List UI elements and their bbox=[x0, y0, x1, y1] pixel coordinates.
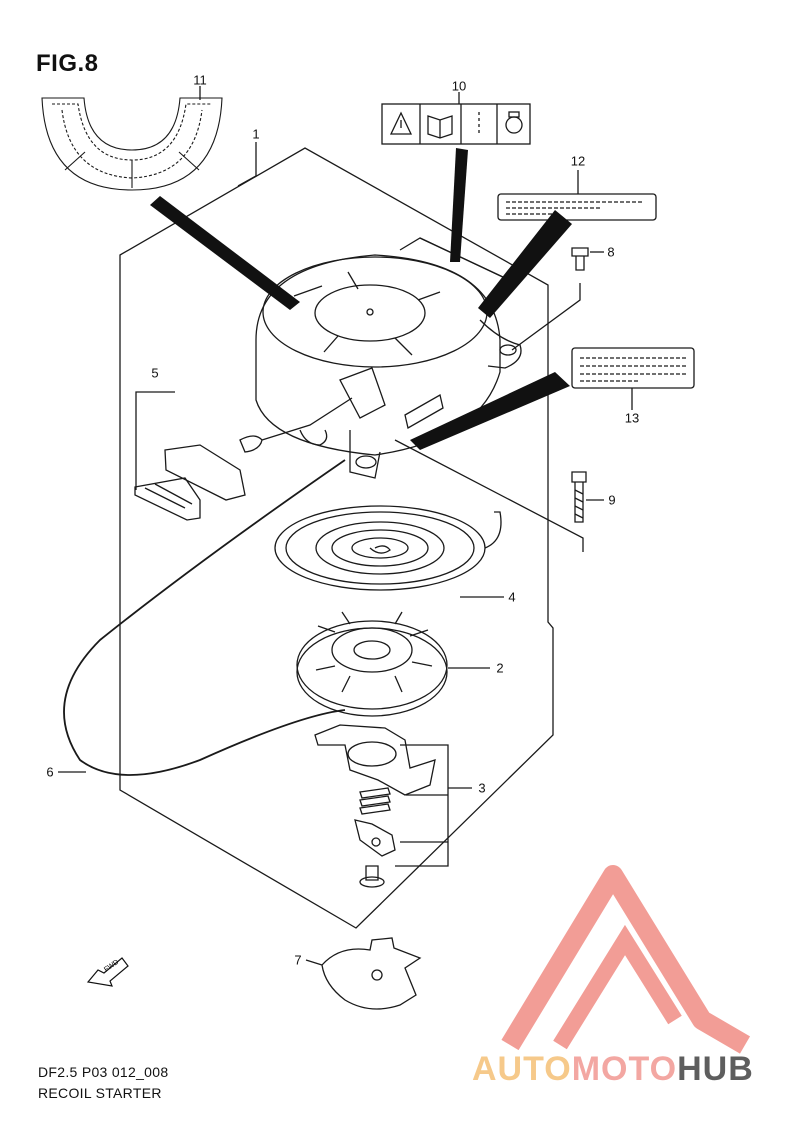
callout-4: 4 bbox=[508, 589, 516, 605]
recoil-spring bbox=[274, 505, 502, 591]
return-spring bbox=[359, 787, 391, 815]
callout-10: 10 bbox=[451, 78, 467, 94]
bolt-8 bbox=[571, 247, 589, 271]
callout-8: 8 bbox=[607, 244, 615, 260]
fwd-arrow: FWD bbox=[86, 957, 129, 987]
starter-rope bbox=[63, 459, 346, 776]
callout-7: 7 bbox=[294, 952, 302, 968]
callout-6: 6 bbox=[46, 764, 54, 780]
ratchet-7 bbox=[321, 937, 422, 1010]
bolt-9 bbox=[571, 471, 587, 523]
callout-9: 9 bbox=[608, 492, 616, 508]
callout-11: 11 bbox=[193, 72, 207, 88]
label-13 bbox=[571, 347, 695, 389]
rope-reel bbox=[296, 611, 448, 717]
callout-12: 12 bbox=[570, 153, 586, 169]
label-12 bbox=[497, 193, 657, 221]
callout-2: 2 bbox=[496, 660, 504, 676]
watermark-text: AUTOMOTOHUB bbox=[472, 1050, 754, 1089]
friction-plate bbox=[354, 819, 396, 857]
watermark-hub: HUB bbox=[677, 1050, 754, 1088]
callout-1: 1 bbox=[252, 126, 260, 142]
figure-code: DF2.5 P03 012_008 bbox=[38, 1064, 169, 1080]
assembly-outline bbox=[119, 147, 554, 929]
starter-handle bbox=[134, 397, 353, 521]
figure-caption: RECOIL STARTER bbox=[38, 1085, 162, 1101]
callout-13: 13 bbox=[624, 410, 640, 426]
label-10 bbox=[381, 103, 531, 145]
watermark-moto: MOTO bbox=[571, 1050, 678, 1088]
decal-11 bbox=[41, 97, 223, 191]
callout-5: 5 bbox=[151, 365, 159, 381]
ratchet-plate bbox=[314, 724, 436, 796]
watermark-logo bbox=[501, 865, 751, 1054]
callout-3: 3 bbox=[478, 780, 486, 796]
ratchet-screw bbox=[359, 865, 385, 888]
watermark-auto: AUTO bbox=[472, 1050, 572, 1088]
starter-housing bbox=[255, 237, 522, 479]
fwd-label: FWD bbox=[103, 959, 120, 974]
figure-title: FIG.8 bbox=[36, 50, 99, 77]
